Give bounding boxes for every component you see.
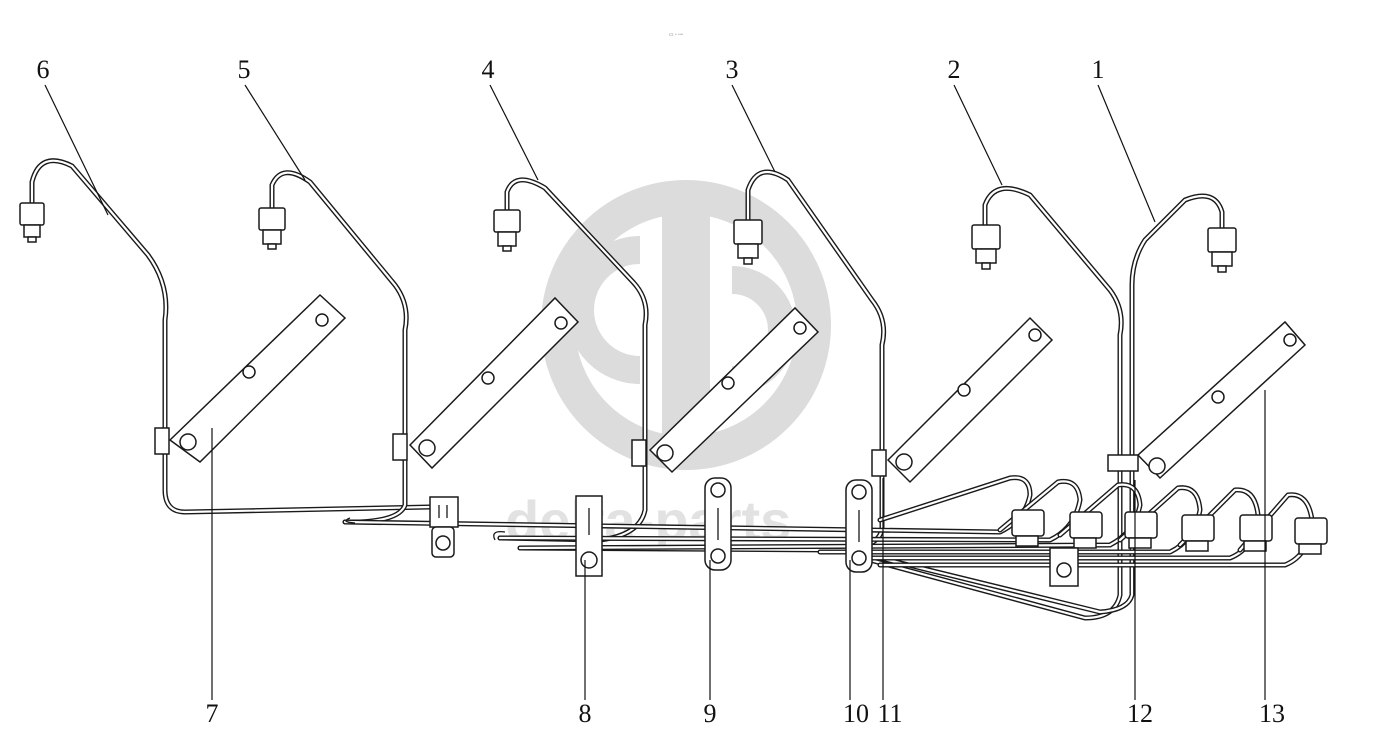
injector-nut-5 bbox=[258, 207, 286, 250]
callout-3: 3 bbox=[726, 55, 739, 84]
callout-7: 7 bbox=[206, 699, 219, 728]
bracket-5 bbox=[392, 296, 580, 470]
clamp-12 bbox=[1049, 547, 1079, 587]
bracket-13 bbox=[1107, 320, 1307, 480]
callout-11: 11 bbox=[877, 699, 902, 728]
pump-connector-pipes bbox=[342, 475, 1315, 568]
callout-8: 8 bbox=[579, 699, 592, 728]
pipe-4 bbox=[497, 177, 649, 543]
header-mark: ▭ ▫ ▫▫▫ bbox=[669, 32, 684, 38]
callout-2: 2 bbox=[948, 55, 961, 84]
pipe-5 bbox=[269, 170, 409, 525]
injector-nut-2 bbox=[971, 224, 1001, 270]
callout-12: 12 bbox=[1127, 699, 1153, 728]
bracket-7 bbox=[154, 293, 347, 463]
injector-nut-4 bbox=[493, 209, 521, 252]
pump-nuts bbox=[1011, 509, 1328, 555]
callout-6: 6 bbox=[37, 55, 50, 84]
clamp-11-left bbox=[429, 496, 459, 558]
clamp-8 bbox=[575, 495, 603, 577]
bracket-4 bbox=[631, 306, 820, 474]
callout-10: 10 bbox=[843, 699, 869, 728]
callout-1: 1 bbox=[1092, 55, 1105, 84]
clamp-10 bbox=[845, 479, 873, 573]
callout-5: 5 bbox=[238, 55, 251, 84]
pipe-1 bbox=[877, 193, 1225, 615]
injector-nut-1 bbox=[1207, 227, 1237, 273]
callout-4: 4 bbox=[482, 55, 495, 84]
callout-9: 9 bbox=[704, 699, 717, 728]
clamp-9 bbox=[704, 477, 732, 571]
callout-13: 13 bbox=[1259, 699, 1285, 728]
leader-lines bbox=[44, 84, 1266, 700]
bracket-3 bbox=[871, 316, 1054, 484]
injector-nut-6 bbox=[19, 202, 45, 243]
watermark-text: delta-parts bbox=[505, 489, 791, 552]
injector-nut-3 bbox=[733, 219, 763, 265]
pipe-6 bbox=[29, 158, 433, 515]
